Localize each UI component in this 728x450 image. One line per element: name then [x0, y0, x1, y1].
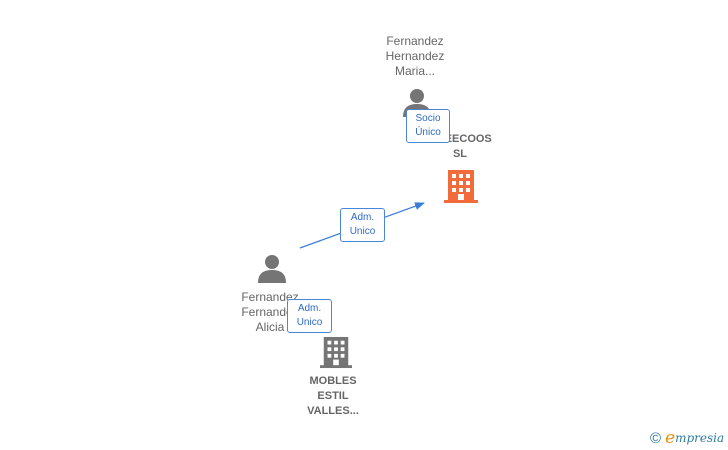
edge-label-adm-unico-mobles[interactable]: Adm. Unico	[287, 299, 332, 333]
person-label-maria[interactable]: Fernandez Hernandez Maria...	[365, 34, 465, 79]
building-icon[interactable]	[320, 335, 352, 370]
label-line: Fernandez	[241, 290, 299, 304]
label-line: Unico	[296, 317, 323, 328]
label-line: ESTIL	[317, 390, 349, 402]
brand-e: e	[665, 428, 676, 448]
label-line: Fernandez	[386, 34, 444, 48]
brand-text: mpresia	[675, 431, 725, 445]
label-line: VALLES...	[307, 405, 359, 417]
label-line: Fernandez	[241, 305, 299, 319]
brand-logo: © e mpresia	[650, 428, 724, 448]
label-line: Unico	[349, 226, 376, 237]
building-icon[interactable]	[444, 169, 478, 204]
label-line: Adm.	[297, 303, 322, 314]
label-line: Maria...	[394, 64, 435, 78]
label-line: MOBLES	[309, 375, 357, 387]
label-line: Alicia	[255, 320, 285, 334]
edge-label-socio-unico[interactable]: Socio Único	[406, 109, 450, 143]
label-line: Adm.	[350, 212, 375, 223]
edge-label-adm-unico-greecoos[interactable]: Adm. Unico	[340, 208, 385, 242]
label-line: SL	[452, 148, 468, 160]
label-line: Socio	[415, 113, 441, 124]
company-label-mobles[interactable]: MOBLES ESTIL VALLES...	[293, 374, 373, 419]
label-line: Hernandez	[385, 49, 445, 63]
copyright-icon: ©	[650, 429, 662, 447]
person-label-alicia[interactable]: Fernandez Fernandez Alicia	[220, 290, 320, 335]
label-line: Único	[415, 127, 441, 138]
person-icon[interactable]	[257, 254, 287, 284]
